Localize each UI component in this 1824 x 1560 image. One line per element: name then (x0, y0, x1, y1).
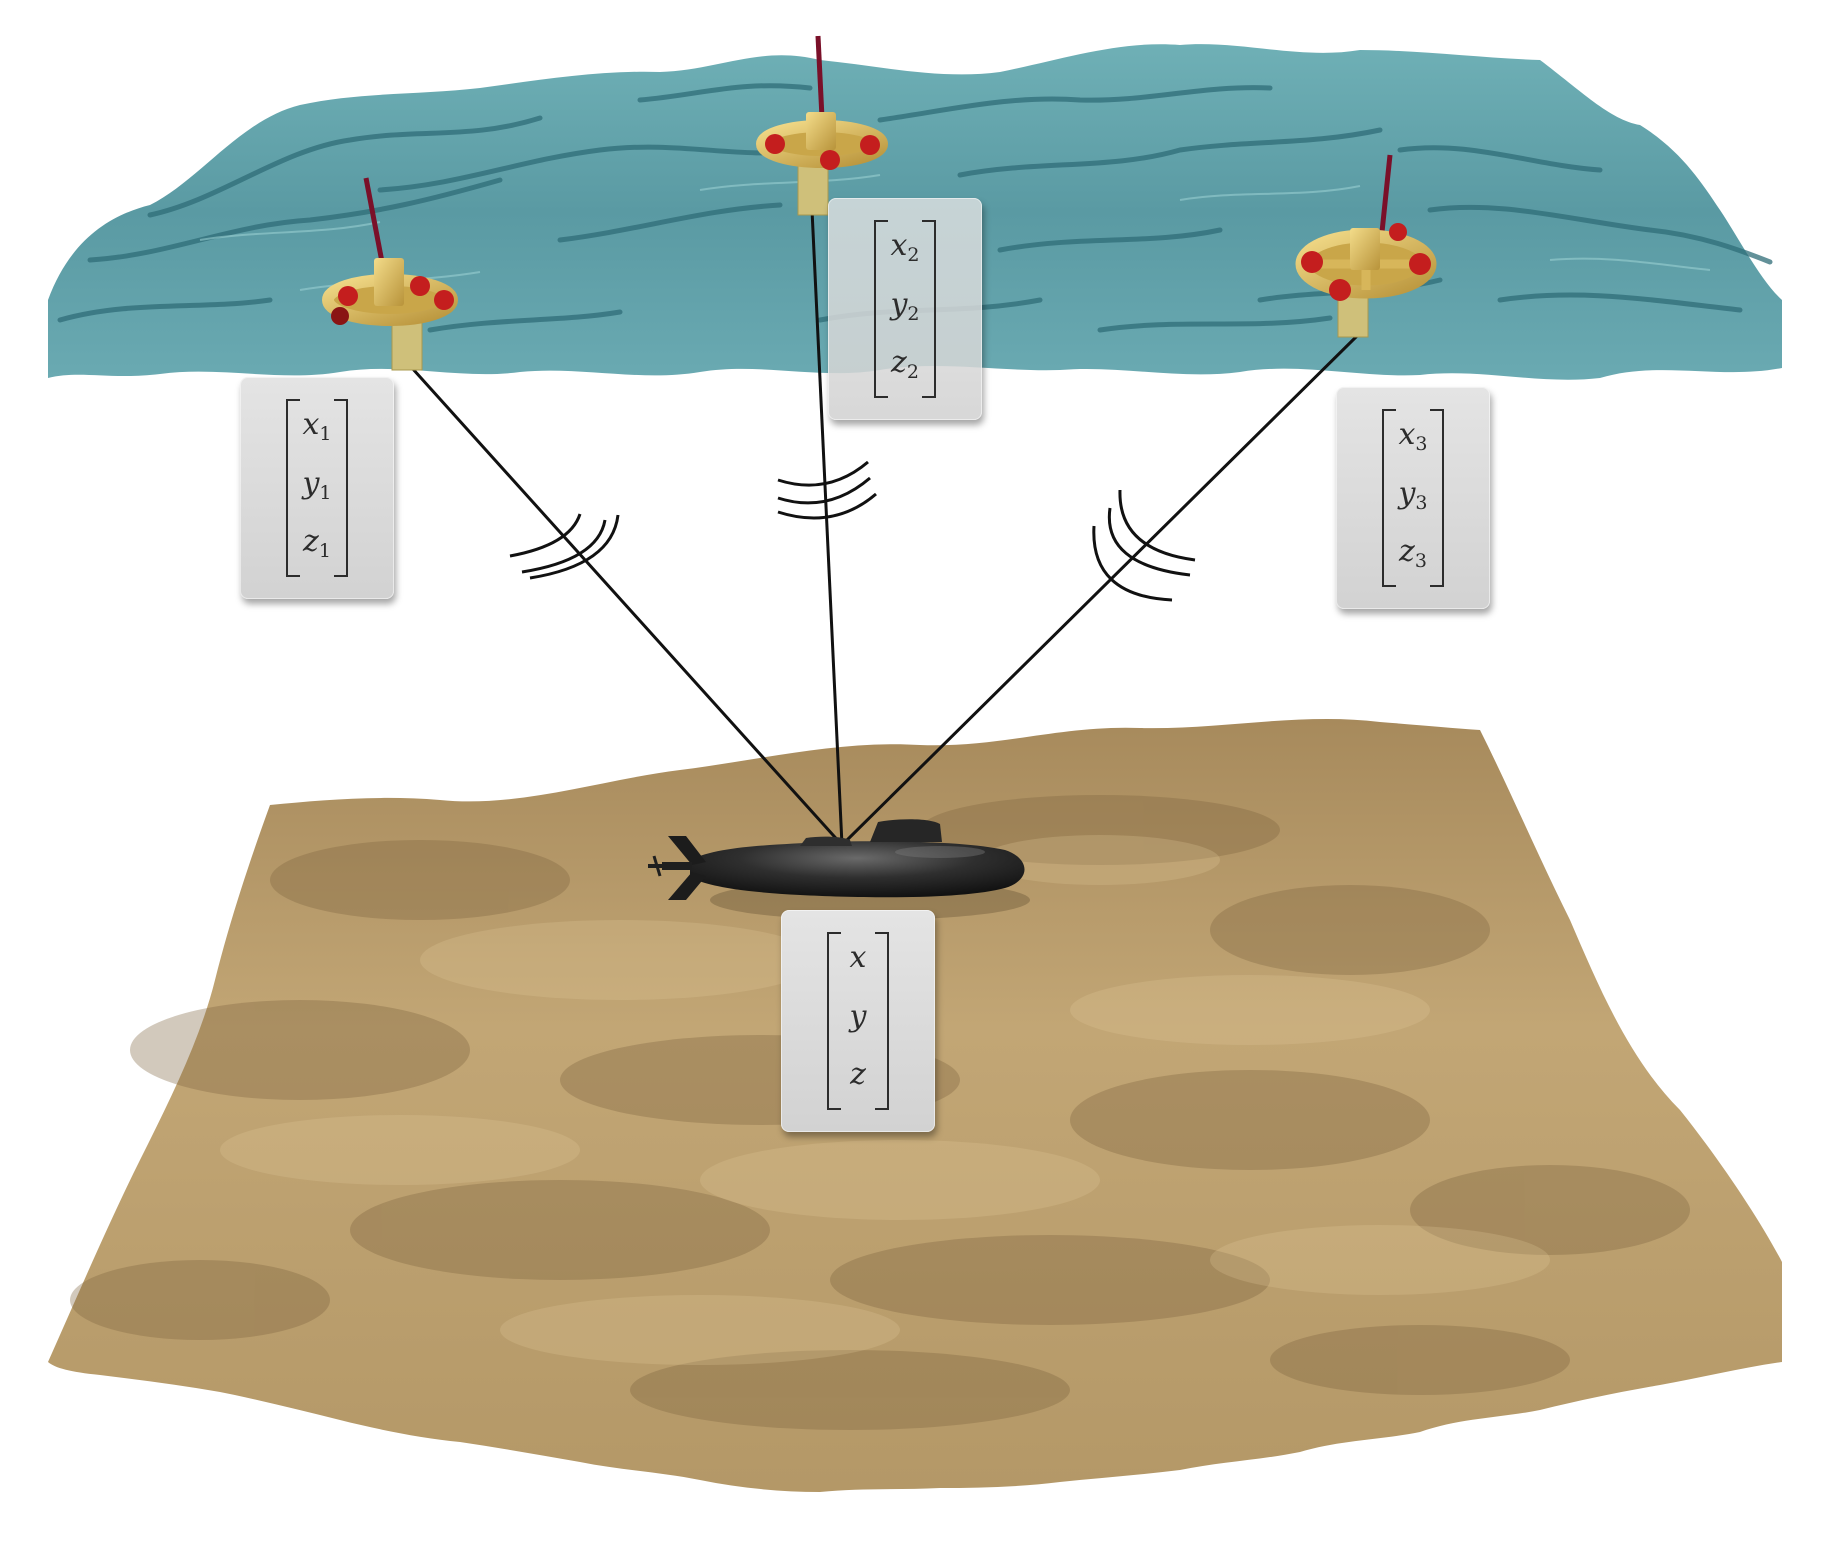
vector-entry-x: x (849, 940, 867, 975)
vector-entry-x: x3 (1398, 417, 1428, 455)
buoy-2 (756, 35, 888, 216)
buoy-1-position-vector: x1 y1 z1 (240, 377, 394, 599)
range-line-3 (840, 333, 1360, 847)
acoustic-wave-icon (777, 460, 877, 520)
range-line-1 (410, 366, 844, 847)
vector-entry-y: y1 (302, 465, 332, 504)
acoustic-wave-icon (509, 513, 620, 580)
left-bracket (1382, 409, 1396, 587)
range-line-2 (810, 209, 844, 846)
right-bracket (875, 932, 889, 1110)
vector-entry-y: y (849, 998, 867, 1034)
buoy-3-position-vector: x3 y3 z3 (1336, 387, 1490, 609)
vector-entry-z: z2 (891, 345, 919, 383)
buoy-3 (1295, 154, 1437, 338)
right-bracket (922, 220, 936, 398)
vector-entry-y: y3 (1398, 475, 1428, 514)
vector-entry-z: z (850, 1057, 866, 1092)
left-bracket (827, 932, 841, 1110)
vector-entry-x: x1 (302, 407, 332, 445)
vector-entry-x: x2 (890, 228, 920, 266)
acoustic-wave-icon (1092, 489, 1196, 602)
right-bracket (334, 399, 348, 577)
range-lines (410, 209, 1360, 847)
left-bracket (286, 399, 300, 577)
right-bracket (1430, 409, 1444, 587)
buoy-2-position-vector: x2 y2 z2 (828, 198, 982, 420)
vector-entry-y: y2 (890, 286, 920, 325)
left-bracket (874, 220, 888, 398)
vector-entry-z: z1 (303, 524, 331, 562)
vector-entry-z: z3 (1399, 534, 1427, 572)
submarine-position-vector: x y z (781, 910, 935, 1132)
buoy-1 (322, 177, 458, 371)
